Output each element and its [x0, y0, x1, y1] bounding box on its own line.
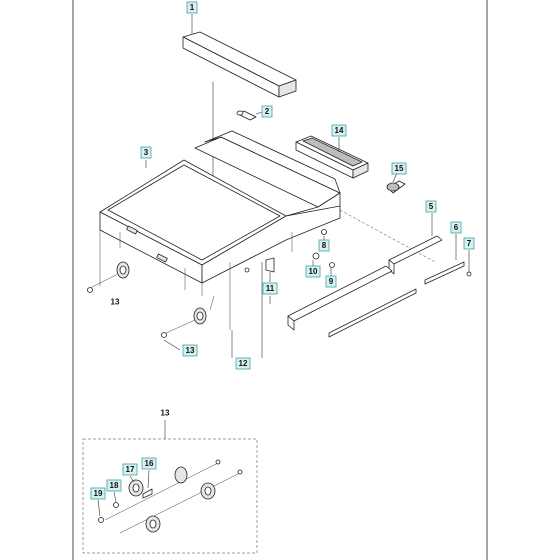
svg-text:7: 7	[467, 239, 472, 248]
svg-text:6: 6	[454, 223, 459, 232]
svg-text:17: 17	[126, 465, 135, 474]
part-15-knob	[386, 180, 406, 194]
svg-text:9: 9	[329, 277, 334, 286]
callout-8: 8	[318, 239, 330, 252]
part-7-screw	[466, 271, 472, 277]
callout-15: 15	[391, 162, 407, 175]
callout-1: 1	[186, 1, 198, 14]
callout-12: 12	[235, 357, 251, 370]
callout-18: 18	[106, 479, 122, 492]
svg-text:14: 14	[335, 126, 344, 135]
svg-text:11: 11	[266, 284, 275, 293]
svg-text:3: 3	[144, 148, 149, 157]
svg-text:1: 1	[190, 3, 195, 12]
callout-2: 2	[261, 105, 273, 118]
callout-14: 14	[331, 124, 347, 137]
part-10-washer	[312, 252, 320, 260]
adjuster-center	[161, 295, 215, 338]
part-6-strip	[328, 261, 465, 338]
callout-17: 17	[122, 463, 138, 476]
detail-box-13	[82, 438, 258, 554]
callout-16: 16	[141, 457, 157, 470]
part-3-table-assembly	[99, 130, 341, 330]
svg-text:16: 16	[145, 459, 154, 468]
callout-9: 9	[325, 275, 337, 288]
callout-13: 13	[182, 344, 198, 357]
part-5-rail	[287, 235, 443, 331]
part-14-handle	[295, 135, 369, 179]
svg-text:10: 10	[309, 267, 318, 276]
adjuster-left	[87, 261, 130, 293]
svg-text:12: 12	[239, 359, 248, 368]
svg-text:18: 18	[110, 481, 119, 490]
callout-11: 11	[262, 282, 278, 295]
part-11-clip	[244, 257, 275, 273]
svg-text:19: 19	[94, 489, 103, 498]
part-9-screw	[329, 262, 335, 268]
callout-19: 19	[90, 487, 106, 500]
part-8-screw	[321, 229, 327, 235]
svg-text:8: 8	[322, 241, 327, 250]
svg-text:5: 5	[429, 202, 434, 211]
callout-10: 10	[305, 265, 321, 278]
svg-text:15: 15	[395, 164, 404, 173]
callout-6: 6	[450, 221, 462, 234]
callout-5: 5	[425, 200, 437, 213]
part-1-top-bar	[182, 31, 297, 98]
part-2-pin	[236, 110, 257, 121]
detail-title-13: 13	[161, 409, 170, 418]
callout-3: 3	[140, 146, 152, 159]
callout-7: 7	[463, 237, 475, 250]
svg-text:2: 2	[265, 107, 270, 116]
assembly-label-13-left: 13	[111, 298, 120, 307]
detail-adjuster-assembly	[98, 459, 243, 534]
svg-text:13: 13	[186, 346, 195, 355]
